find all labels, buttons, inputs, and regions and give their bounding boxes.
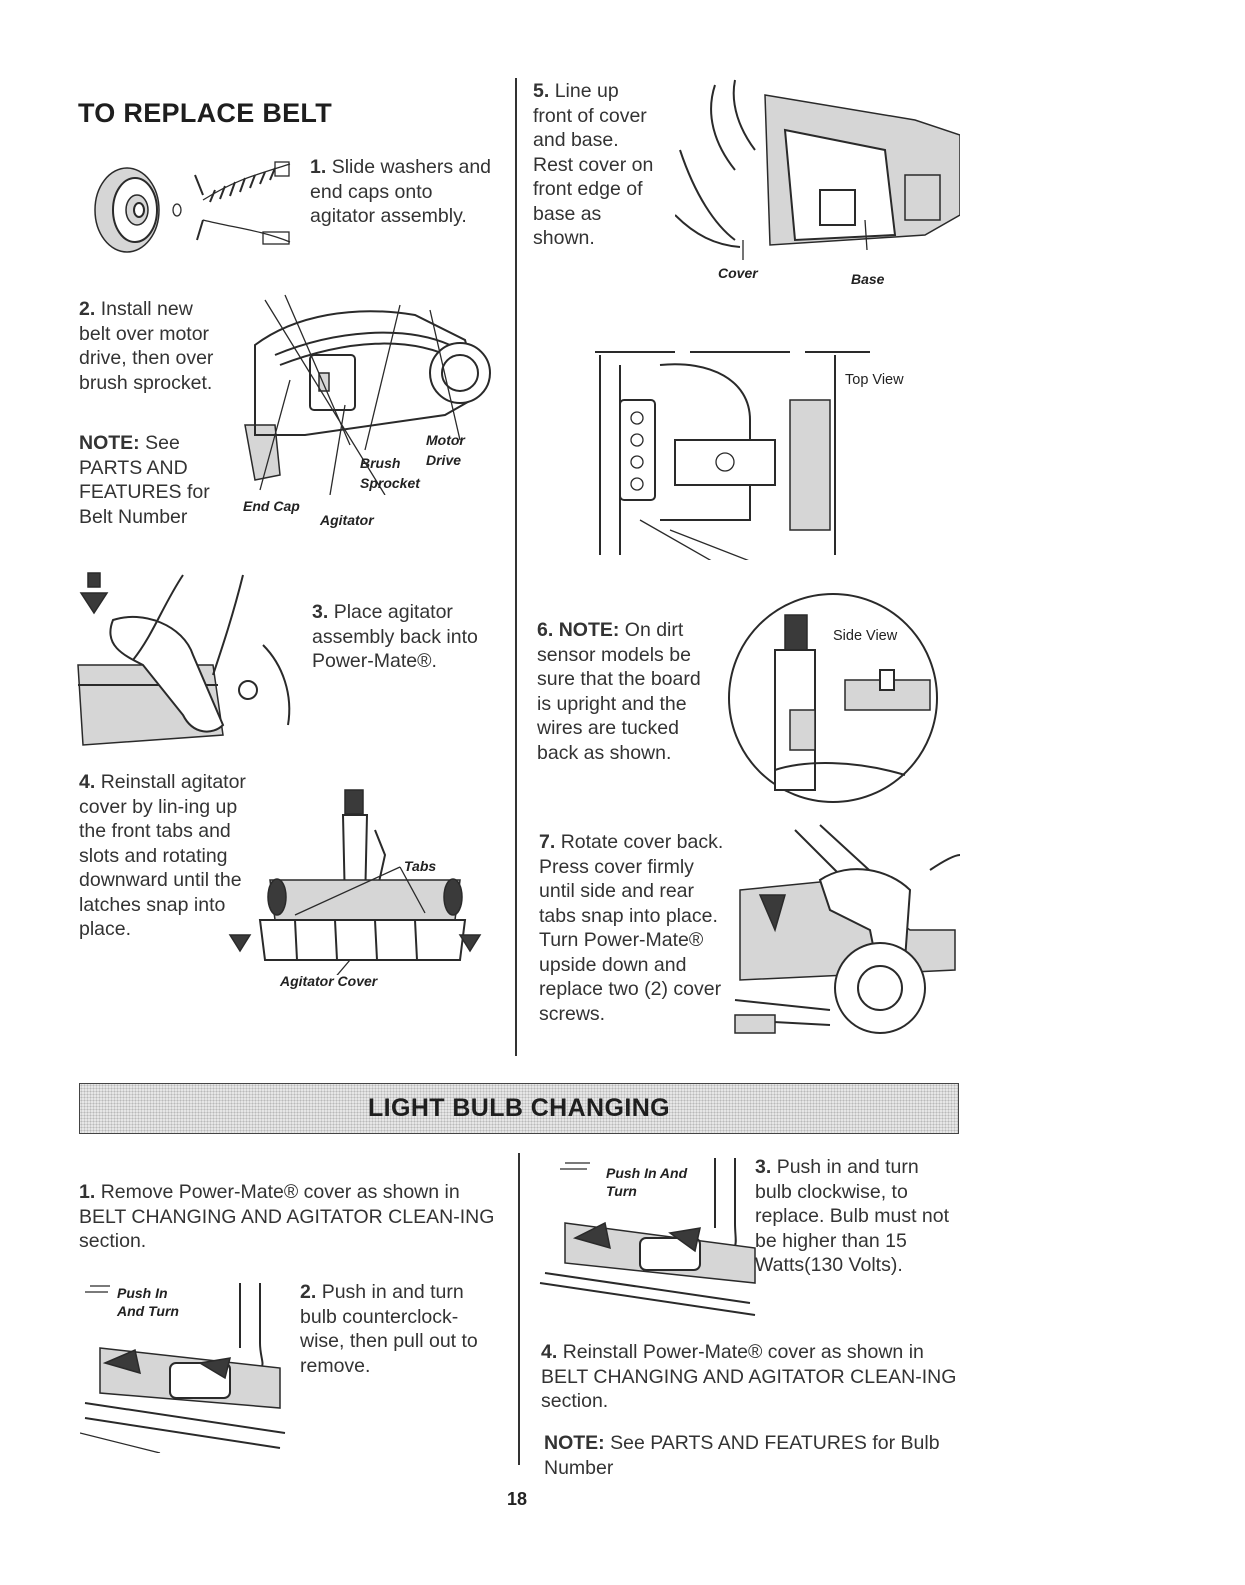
belt-step-6: 6. NOTE: On dirt sensor models be sure t… <box>537 618 712 765</box>
step-text: Remove Power-Mate® cover as shown in BEL… <box>79 1181 495 1252</box>
label-end-cap: End Cap <box>243 498 300 514</box>
step-number: 1. <box>310 156 327 178</box>
step-text: On dirt sensor models be sure that the b… <box>537 619 701 764</box>
label-top-view: Top View <box>845 372 904 388</box>
column-divider-bottom <box>518 1153 520 1465</box>
bulb-step-3: 3. Push in and turn bulb clockwise, to r… <box>755 1155 955 1278</box>
label-base: Base <box>851 271 885 287</box>
step-text: Reinstall Power-Mate® cover as shown in … <box>541 1341 957 1412</box>
step-text: Slide washers and end caps onto agitator… <box>310 156 492 227</box>
step-number: 3. <box>755 1156 772 1178</box>
step-text: Push in and turn bulb counterclock-wise,… <box>300 1281 478 1377</box>
bulb-step-1: 1. Remove Power-Mate® cover as shown in … <box>79 1180 499 1254</box>
label-push-turn-a: Push In And Turn <box>117 1285 179 1319</box>
bulb-note: NOTE: See PARTS AND FEATURES for Bulb Nu… <box>544 1431 944 1480</box>
belt-step-2: 2. Install new belt over motor drive, th… <box>79 297 229 395</box>
label-cover: Cover <box>718 265 758 281</box>
bulb-step-2: 2. Push in and turn bulb counterclock-wi… <box>300 1280 495 1378</box>
note-label: NOTE: <box>544 1432 605 1454</box>
banner-title: LIGHT BULB CHANGING <box>367 1094 671 1122</box>
label-brush-sprocket: Brush Sprocket <box>360 455 420 491</box>
top-view-illustration <box>595 351 870 560</box>
page-number: 18 <box>507 1489 528 1509</box>
place-agitator-illustration <box>77 572 291 746</box>
belt-note: NOTE: See PARTS AND FEATURES for Belt Nu… <box>79 431 239 529</box>
label-side-view: Side View <box>833 628 898 644</box>
step-text: Reinstall agitator cover by lin-ing up t… <box>79 771 246 940</box>
bulb-step-4: 4. Reinstall Power-Mate® cover as shown … <box>541 1340 961 1414</box>
step-text: Place agitator assembly back into Power-… <box>312 601 478 672</box>
side-view-illustration <box>728 593 938 803</box>
note-text: See PARTS AND FEATURES for Belt Number <box>79 432 210 528</box>
step-number: 3. <box>312 601 329 623</box>
step-number: 4. <box>541 1341 558 1363</box>
step-number: 5. <box>533 80 550 102</box>
step-text: Line up front of cover and base. Rest co… <box>533 80 654 249</box>
step-number: 6. <box>537 619 554 641</box>
label-motor-drive: Motor Drive <box>426 432 465 468</box>
belt-step-7: 7. Rotate cover back. Press cover firmly… <box>539 830 724 1026</box>
light-bulb-changing-banner: LIGHT BULB CHANGING <box>79 1083 959 1134</box>
step-number: 4. <box>79 771 96 793</box>
note-label: NOTE: <box>79 432 140 454</box>
step-number: 1. <box>79 1181 96 1203</box>
label-agitator-cover: Agitator Cover <box>280 973 378 989</box>
belt-step-1: 1. Slide washers and end caps onto agita… <box>310 155 500 229</box>
section-title-replace-belt: TO REPLACE BELT <box>78 98 333 128</box>
cover-base-illustration <box>675 79 960 260</box>
washer-endcap-illustration <box>94 161 291 253</box>
belt-step-4: 4. Reinstall agitator cover by lin-ing u… <box>79 770 254 942</box>
bulb-remove-illustration <box>80 1283 286 1453</box>
belt-step-5: 5. Line up front of cover and base. Rest… <box>533 79 663 251</box>
column-divider-top <box>515 78 517 1056</box>
label-agitator: Agitator <box>320 512 374 528</box>
belt-step-3: 3. Place agitator assembly back into Pow… <box>312 600 497 674</box>
note-label: NOTE: <box>558 619 620 641</box>
step-number: 7. <box>539 831 556 853</box>
step-number: 2. <box>300 1281 317 1303</box>
bulb-install-illustration <box>539 1158 756 1316</box>
step-text: Rotate cover back. Press cover firmly un… <box>539 831 724 1025</box>
step-text: Push in and turn bulb clockwise, to repl… <box>755 1156 950 1276</box>
belt-motor-illustration <box>244 294 491 495</box>
rotate-cover-illustration <box>734 824 960 1034</box>
step-number: 2. <box>79 298 96 320</box>
step-text: Install new belt over motor drive, then … <box>79 298 214 394</box>
label-tabs: Tabs <box>404 858 437 874</box>
agitator-cover-illustration <box>228 789 482 975</box>
label-push-turn-b: Push In And Turn <box>606 1165 688 1199</box>
note-text: See PARTS AND FEATURES for Bulb Number <box>544 1432 940 1479</box>
